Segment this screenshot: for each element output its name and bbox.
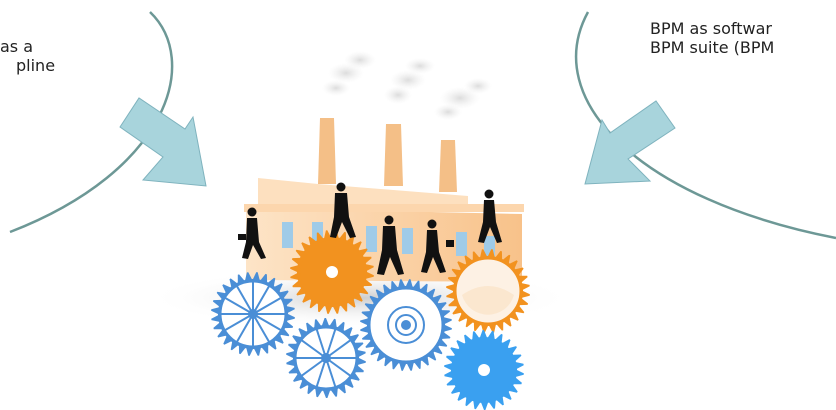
left-arrow-icon: [119, 97, 207, 187]
left-text-line-1: as a: [0, 37, 34, 56]
gear-icon: [446, 249, 530, 333]
right-text-label: BPM as softwar BPM suite (BPM: [650, 19, 774, 57]
right-text-line-1: BPM as softwar: [650, 19, 772, 38]
worker-icon: [238, 207, 266, 259]
gear-icon: [444, 330, 524, 410]
gear-icon: [286, 318, 366, 398]
right-curve-line: [574, 11, 836, 240]
gear-icon: [211, 272, 295, 356]
gears-group: [211, 230, 530, 410]
gear-icon: [290, 230, 374, 314]
right-text-line-2: BPM suite (BPM: [650, 38, 775, 57]
gear-icon: [360, 279, 452, 371]
left-text-label: as a pline: [0, 37, 55, 75]
right-arrow-icon: [584, 100, 676, 185]
worker-icon: [330, 182, 356, 238]
workers-group: [238, 182, 502, 275]
worker-icon: [421, 219, 454, 273]
smoke-icon: [322, 51, 492, 120]
left-text-line-2: pline: [16, 56, 56, 75]
worker-icon: [478, 189, 502, 243]
worker-icon: [377, 215, 404, 275]
